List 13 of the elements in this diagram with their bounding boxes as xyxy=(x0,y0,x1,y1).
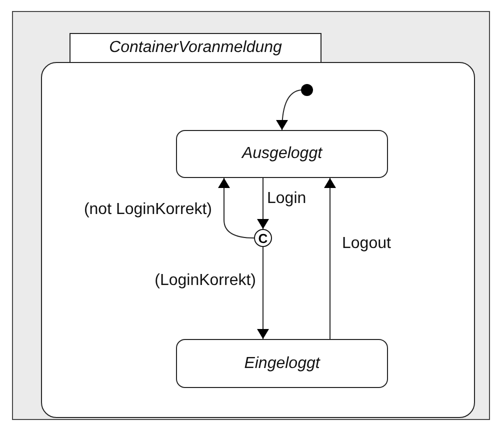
transition-arrow xyxy=(324,178,336,340)
transition-arrow xyxy=(218,178,254,238)
edge-label: Login xyxy=(267,190,306,208)
state-box: Ausgeloggt xyxy=(176,130,388,178)
transition-arrow xyxy=(257,246,269,340)
edge-label: (LoginKorrekt) xyxy=(154,272,256,290)
edge-label: Logout xyxy=(342,235,391,253)
composite-state xyxy=(41,33,475,418)
state-name: ContainerVoranmeldung xyxy=(108,39,283,57)
transition-arrow xyxy=(257,178,269,230)
edge-label: (not LoginKorrekt) xyxy=(84,201,212,219)
state-box: Eingeloggt xyxy=(176,339,388,388)
transition-arrow xyxy=(276,90,302,130)
